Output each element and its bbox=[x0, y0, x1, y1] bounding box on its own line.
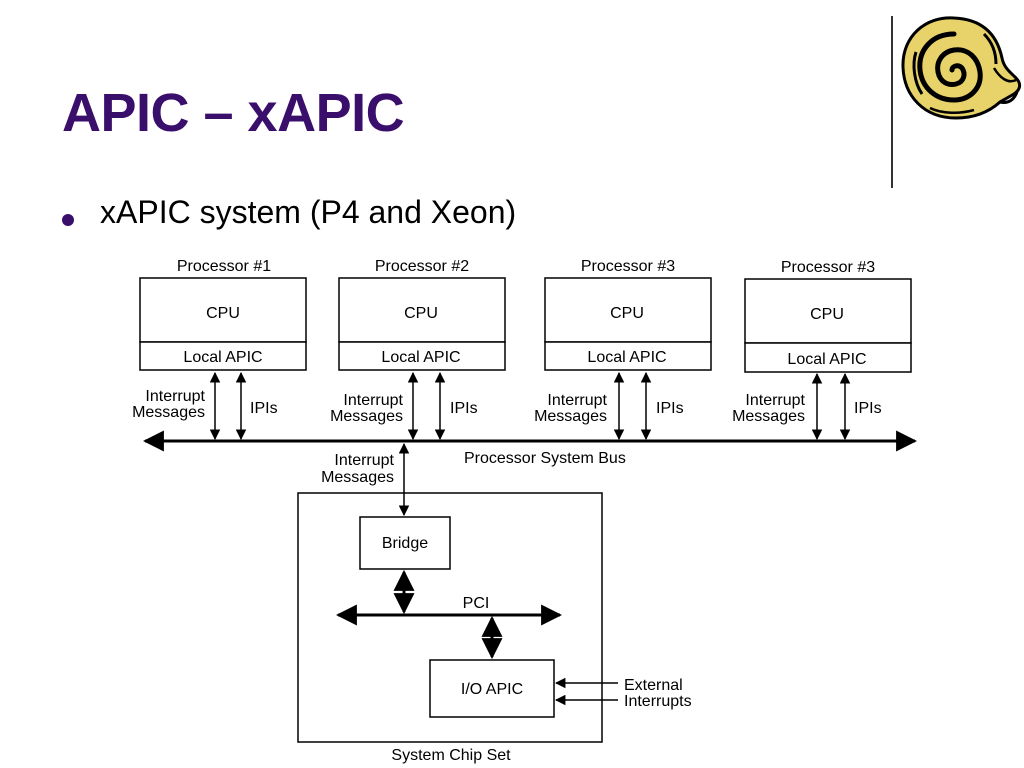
messages-label: Messages bbox=[534, 408, 607, 425]
bus-messages-label: Messages bbox=[321, 469, 394, 486]
local-apic-box bbox=[744, 342, 912, 373]
system-chip-set-box bbox=[297, 492, 603, 743]
processor-1: Processor #1 CPU Local APIC Interrupt Me… bbox=[132, 258, 307, 441]
local-apic-label: Local APIC bbox=[381, 349, 460, 366]
local-apic-box bbox=[338, 341, 506, 371]
interrupt-label: Interrupt bbox=[343, 392, 403, 409]
cpu-label: CPU bbox=[404, 305, 438, 322]
messages-label: Messages bbox=[732, 408, 805, 425]
io-apic-label: I/O APIC bbox=[461, 681, 523, 698]
external-label: External bbox=[624, 677, 683, 694]
cpu-box bbox=[139, 277, 307, 343]
processor-3: Processor #3 CPU Local APIC Interrupt Me… bbox=[534, 258, 712, 441]
interrupt-label: Interrupt bbox=[145, 388, 205, 405]
bridge-label: Bridge bbox=[382, 535, 428, 552]
processor-4: Processor #3 CPU Local APIC Interrupt Me… bbox=[732, 259, 912, 441]
processor-label: Processor #1 bbox=[177, 258, 271, 275]
ipi-label: IPIs bbox=[854, 400, 882, 417]
system-chip-set-label: System Chip Set bbox=[391, 747, 511, 764]
local-apic-box bbox=[544, 341, 712, 371]
ipi-label: IPIs bbox=[656, 400, 684, 417]
bullet-dot bbox=[62, 214, 74, 226]
ipi-label: IPIs bbox=[450, 400, 478, 417]
pci-label: PCI bbox=[463, 595, 490, 612]
messages-label: Messages bbox=[330, 408, 403, 425]
interrupts-label: Interrupts bbox=[624, 693, 692, 710]
cpu-box bbox=[744, 278, 912, 344]
cpu-label: CPU bbox=[206, 305, 240, 322]
local-apic-box bbox=[139, 341, 307, 371]
processor-label: Processor #3 bbox=[781, 259, 875, 276]
cpu-box bbox=[544, 277, 712, 343]
processor-label: Processor #2 bbox=[375, 258, 469, 275]
bus-interrupt-label: Interrupt bbox=[334, 452, 394, 469]
cpu-label: CPU bbox=[810, 306, 844, 323]
title-divider bbox=[891, 16, 893, 188]
ipi-label: IPIs bbox=[250, 400, 278, 417]
processor-2: Processor #2 CPU Local APIC Interrupt Me… bbox=[330, 258, 506, 441]
local-apic-label: Local APIC bbox=[587, 349, 666, 366]
local-apic-label: Local APIC bbox=[183, 349, 262, 366]
slide-title: APIC – xAPIC bbox=[62, 83, 405, 143]
system-bus-label: Processor System Bus bbox=[464, 450, 626, 467]
cpu-box bbox=[338, 277, 506, 343]
scroll-icon bbox=[901, 16, 1022, 120]
bullet-text: xAPIC system (P4 and Xeon) bbox=[100, 194, 517, 230]
processor-label: Processor #3 bbox=[581, 258, 675, 275]
io-apic-box bbox=[429, 659, 555, 718]
interrupt-label: Interrupt bbox=[547, 392, 607, 409]
interrupt-label: Interrupt bbox=[745, 392, 805, 409]
bridge-box bbox=[359, 516, 451, 570]
cpu-label: CPU bbox=[610, 305, 644, 322]
local-apic-label: Local APIC bbox=[787, 351, 866, 368]
messages-label: Messages bbox=[132, 404, 205, 421]
